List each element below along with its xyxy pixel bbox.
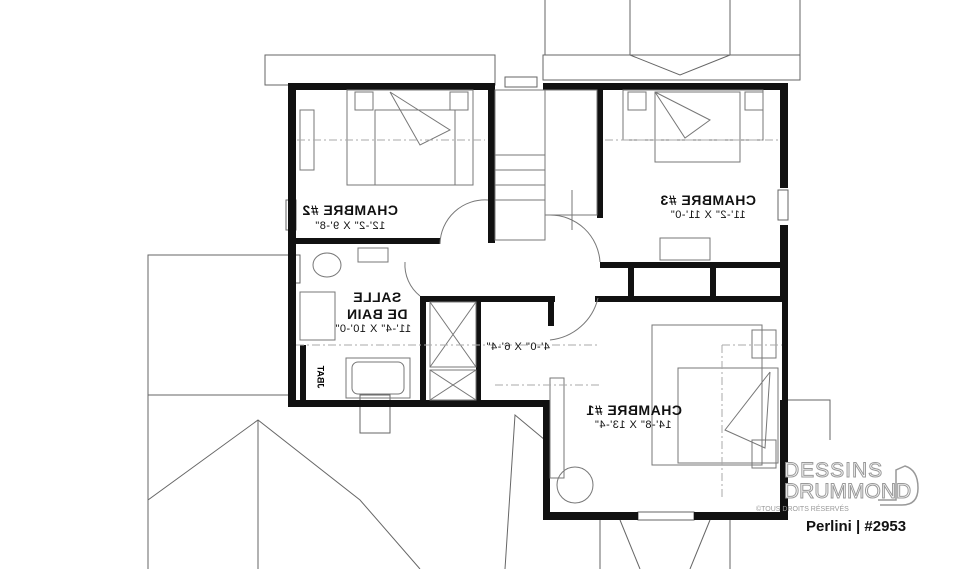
room-dims-chambre-3: 11'-2" X 11'-0" (670, 209, 746, 221)
dashed-lines (296, 139, 782, 500)
room-name-salle-line1: SALLE (352, 289, 402, 305)
room-name-salle-line2: DE BAIN (346, 306, 408, 322)
plan-caption: Perlini | #2953 (806, 518, 907, 535)
rights-notice: ©TOUS DROITS RÉSERVÉS (756, 506, 849, 513)
room-name-chambre-1: CHAMBRE #1 (585, 402, 683, 418)
room-dims-walkin: 4'-0" X 6'-4" (486, 341, 550, 353)
roof-lines (147, 0, 831, 569)
logo-text-line1: DESSINS (783, 459, 884, 482)
logo-mark-icon (878, 465, 919, 506)
bath-label: JBAT (315, 365, 326, 389)
room-dims-chambre-2: 12'-2" X 9'-8" (314, 220, 386, 232)
room-dims-chambre-1: 14'-8" X 13'-4" (594, 419, 672, 431)
room-name-chambre-3: CHAMBRE #3 (659, 192, 757, 208)
walls (288, 83, 788, 520)
room-name-chambre-2: CHAMBRE #2 (301, 202, 399, 218)
logo-text-line2: DRUMMOND (783, 480, 912, 503)
room-dims-salle-de-bain: 11'-4" X 10'-0" (334, 323, 412, 335)
